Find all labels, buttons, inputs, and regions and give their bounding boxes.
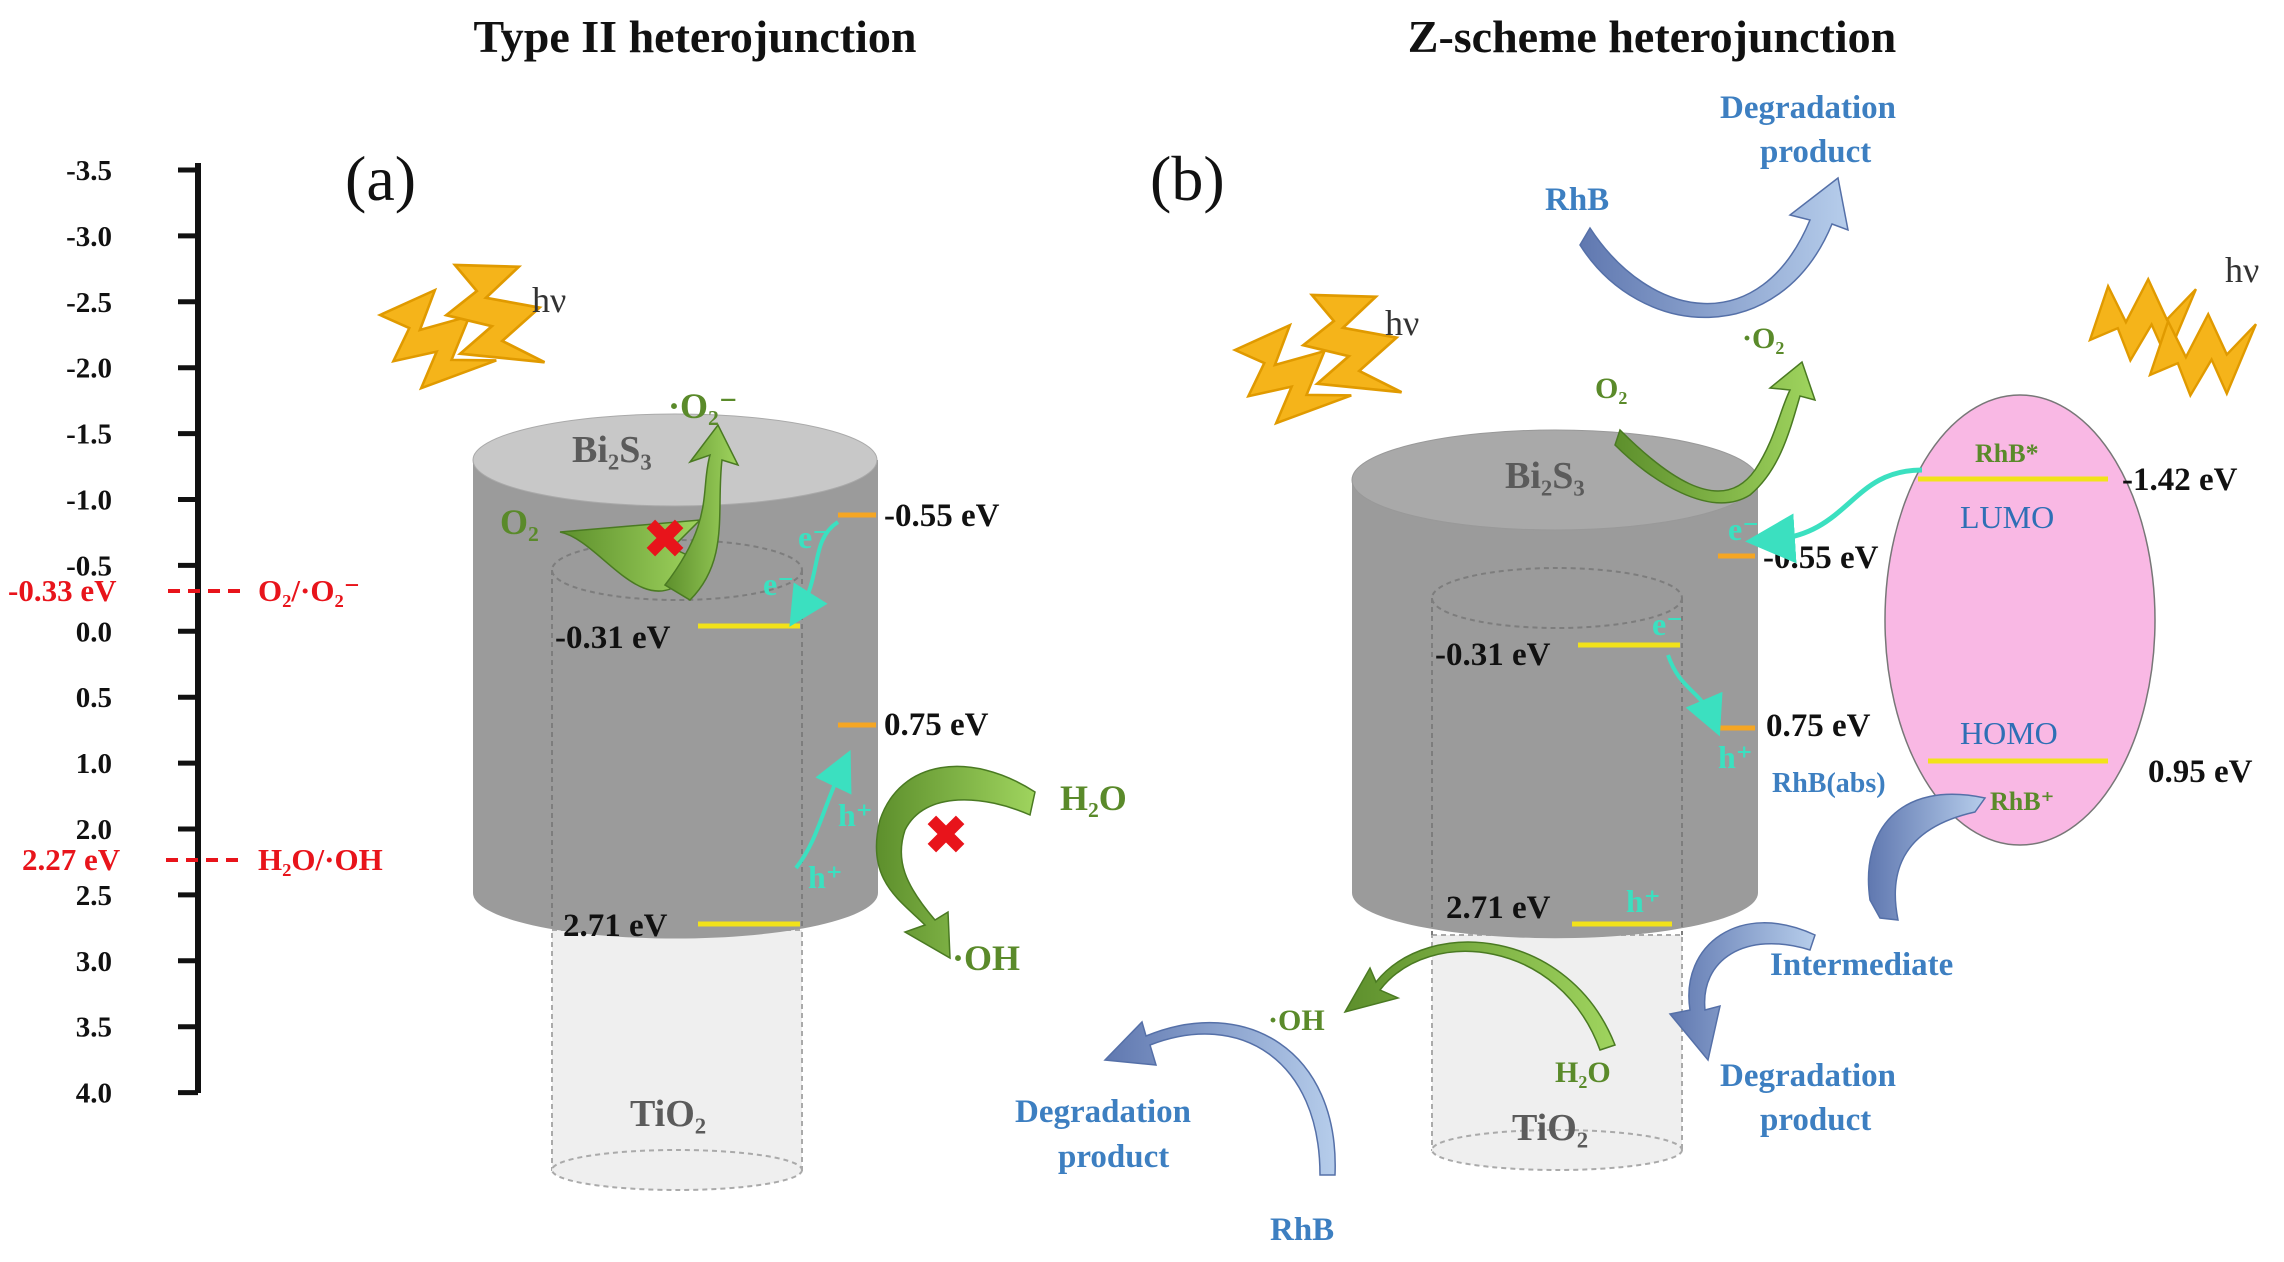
ref-h2o-label: H₂O/·OH: [258, 842, 383, 877]
hydroxyl-label-a: ·OH: [952, 938, 1020, 978]
level-rhb-lumo-text: -1.42 eV: [2122, 462, 2238, 498]
energy-axis: -3.5 -3.0 -2.5 -2.0 -1.5 -1.0 -0.5 0.0 0.5 1.0 2.0…: [8, 155, 383, 1110]
level-bi2s3-cb-a-text: -0.55 eV: [884, 498, 1000, 534]
ref-h2o: 2.27 eV H₂O/·OH: [22, 842, 383, 877]
product-label-b2: product: [1058, 1139, 1169, 1175]
rhb-abs-label: RhB(abs): [1772, 768, 1886, 799]
rhb-label-top: RhB: [1545, 182, 1609, 218]
rhb-to-intermediate-arrow: [1867, 793, 1987, 921]
intermediate-degradation-arrow: [1668, 922, 1816, 1062]
panel-b-label: (b): [1150, 143, 1225, 214]
ref-o2-value: -0.33 eV: [8, 573, 117, 608]
degradation-label-b2: Degradation: [1015, 1094, 1191, 1130]
hydroxyl-label-b: ·OH: [1268, 1004, 1325, 1037]
level-tio2-cb-a-text: -0.31 eV: [555, 620, 671, 656]
photon-b-right-label: hν: [2225, 250, 2259, 290]
axis-tick-label: -2.5: [66, 287, 112, 319]
rhb-plus-label: RhB⁺: [1990, 787, 2054, 816]
o2-superoxide-arrow-b: [1614, 360, 1817, 504]
photon-a: hν: [376, 246, 572, 394]
photon-a-label: hν: [532, 280, 566, 320]
panel-a-label: (a): [345, 143, 416, 214]
axis-tick-label: -3.0: [66, 221, 112, 253]
axis-tick-label: -1.0: [66, 485, 112, 517]
blocked-cross-icon: [646, 519, 684, 557]
hole-b-bi2s3: h⁺: [1718, 739, 1753, 775]
tio2-label-b: TiO₂: [1512, 1107, 1588, 1149]
hole-a-2: h⁺: [808, 859, 843, 895]
tio2-label-a: TiO₂: [630, 1093, 706, 1135]
axis-tick-label: 0.0: [76, 616, 112, 648]
photon-b-left-label: hν: [1385, 303, 1419, 343]
h2o-hydroxyl-arrow-a: [875, 765, 1036, 960]
rhb-ellipse: [1884, 394, 2156, 846]
rhb-star-label: RhB*: [1975, 439, 2039, 468]
homo-label: HOMO: [1960, 715, 2058, 751]
hole-b-tio2: h⁺: [1626, 883, 1661, 919]
axis-tick-label: 3.5: [76, 1012, 112, 1044]
axis-tick-label: 1.0: [76, 748, 112, 780]
axis-tick-label: -0.5: [66, 550, 112, 582]
bi2s3-label-b: Bi₂S₃: [1505, 455, 1585, 497]
title-z-scheme: Z-scheme heterojunction: [1408, 11, 1896, 62]
photon-b-right: hν: [2075, 245, 2271, 419]
axis-tick-label: -2.0: [66, 353, 112, 385]
product-label-b1: product: [1760, 134, 1871, 170]
ref-o2: -0.33 eV O₂/·O₂⁻: [8, 573, 360, 608]
electron-b-tio2: e⁻: [1652, 606, 1683, 642]
rhb-degradation-arrow-top: [1579, 176, 1849, 319]
axis-tick-label: 4.0: [76, 1078, 112, 1110]
intermediate-label: Intermediate: [1770, 947, 1953, 983]
h2o-hydroxyl-arrow-b: [1343, 941, 1616, 1051]
rhb-degradation-arrow-bottom: [1103, 1020, 1336, 1176]
electron-path-a: [789, 520, 840, 627]
bi2s3-cylinder-b: [1351, 429, 1759, 939]
hole-a-1: h⁺: [838, 797, 873, 833]
degradation-label-b1: Degradation: [1720, 90, 1896, 126]
electron-b-bi2s3: e⁻: [1728, 511, 1759, 547]
ref-h2o-value: 2.27 eV: [22, 842, 121, 877]
lumo-label: LUMO: [1960, 499, 2054, 535]
axis-tick-label: 3.0: [76, 946, 112, 978]
hole-path-a: [794, 749, 852, 870]
electron-a-1: e⁻: [798, 519, 829, 555]
axis-tick-label: 0.5: [76, 682, 112, 714]
superoxide-label-b: ·O₂: [1742, 322, 1784, 355]
blocked-cross-icon: [927, 815, 965, 853]
level-bi2s3-cb-b-text: -0.55 eV: [1763, 540, 1879, 576]
rhb-label-bottom: RhB: [1270, 1212, 1334, 1248]
degradation-label-b3: Degradation: [1720, 1058, 1896, 1094]
ref-o2-label: O₂/·O₂⁻: [258, 573, 360, 608]
level-bi2s3-vb-b-text: 0.75 eV: [1766, 708, 1871, 744]
title-type-ii: Type II heterojunction: [474, 11, 917, 62]
o2-label-b: O₂: [1595, 372, 1627, 405]
level-tio2-cb-b-text: -0.31 eV: [1435, 637, 1551, 673]
level-bi2s3-vb-a-text: 0.75 eV: [884, 707, 989, 743]
axis-tick-label: 2.5: [76, 880, 112, 912]
bi2s3-cylinder-a: [472, 413, 878, 939]
h2o-label-a: H₂O: [1060, 778, 1127, 818]
axis-tick-label: -3.5: [66, 155, 112, 187]
level-tio2-vb-b-text: 2.71 eV: [1446, 890, 1551, 926]
electron-injection-path: [1745, 467, 1923, 564]
axis-tick-label: 2.0: [76, 814, 112, 846]
tio2-core-a: [551, 929, 803, 1191]
h2o-label-b: H₂O: [1555, 1056, 1611, 1089]
level-rhb-homo-text: 0.95 eV: [2148, 754, 2253, 790]
axis-tick-label: -1.5: [66, 419, 112, 451]
electron-path-b: [1666, 654, 1723, 737]
superoxide-label-a: ·O₂⁻: [668, 386, 738, 426]
o2-label-a: O₂: [500, 502, 539, 542]
product-label-b3: product: [1760, 1102, 1871, 1138]
electron-a-2: e⁻: [763, 566, 794, 602]
bi2s3-label-a: Bi₂S₃: [572, 429, 652, 471]
level-tio2-vb-a-text: 2.71 eV: [563, 908, 668, 944]
photon-b-left: hν: [1231, 276, 1429, 429]
